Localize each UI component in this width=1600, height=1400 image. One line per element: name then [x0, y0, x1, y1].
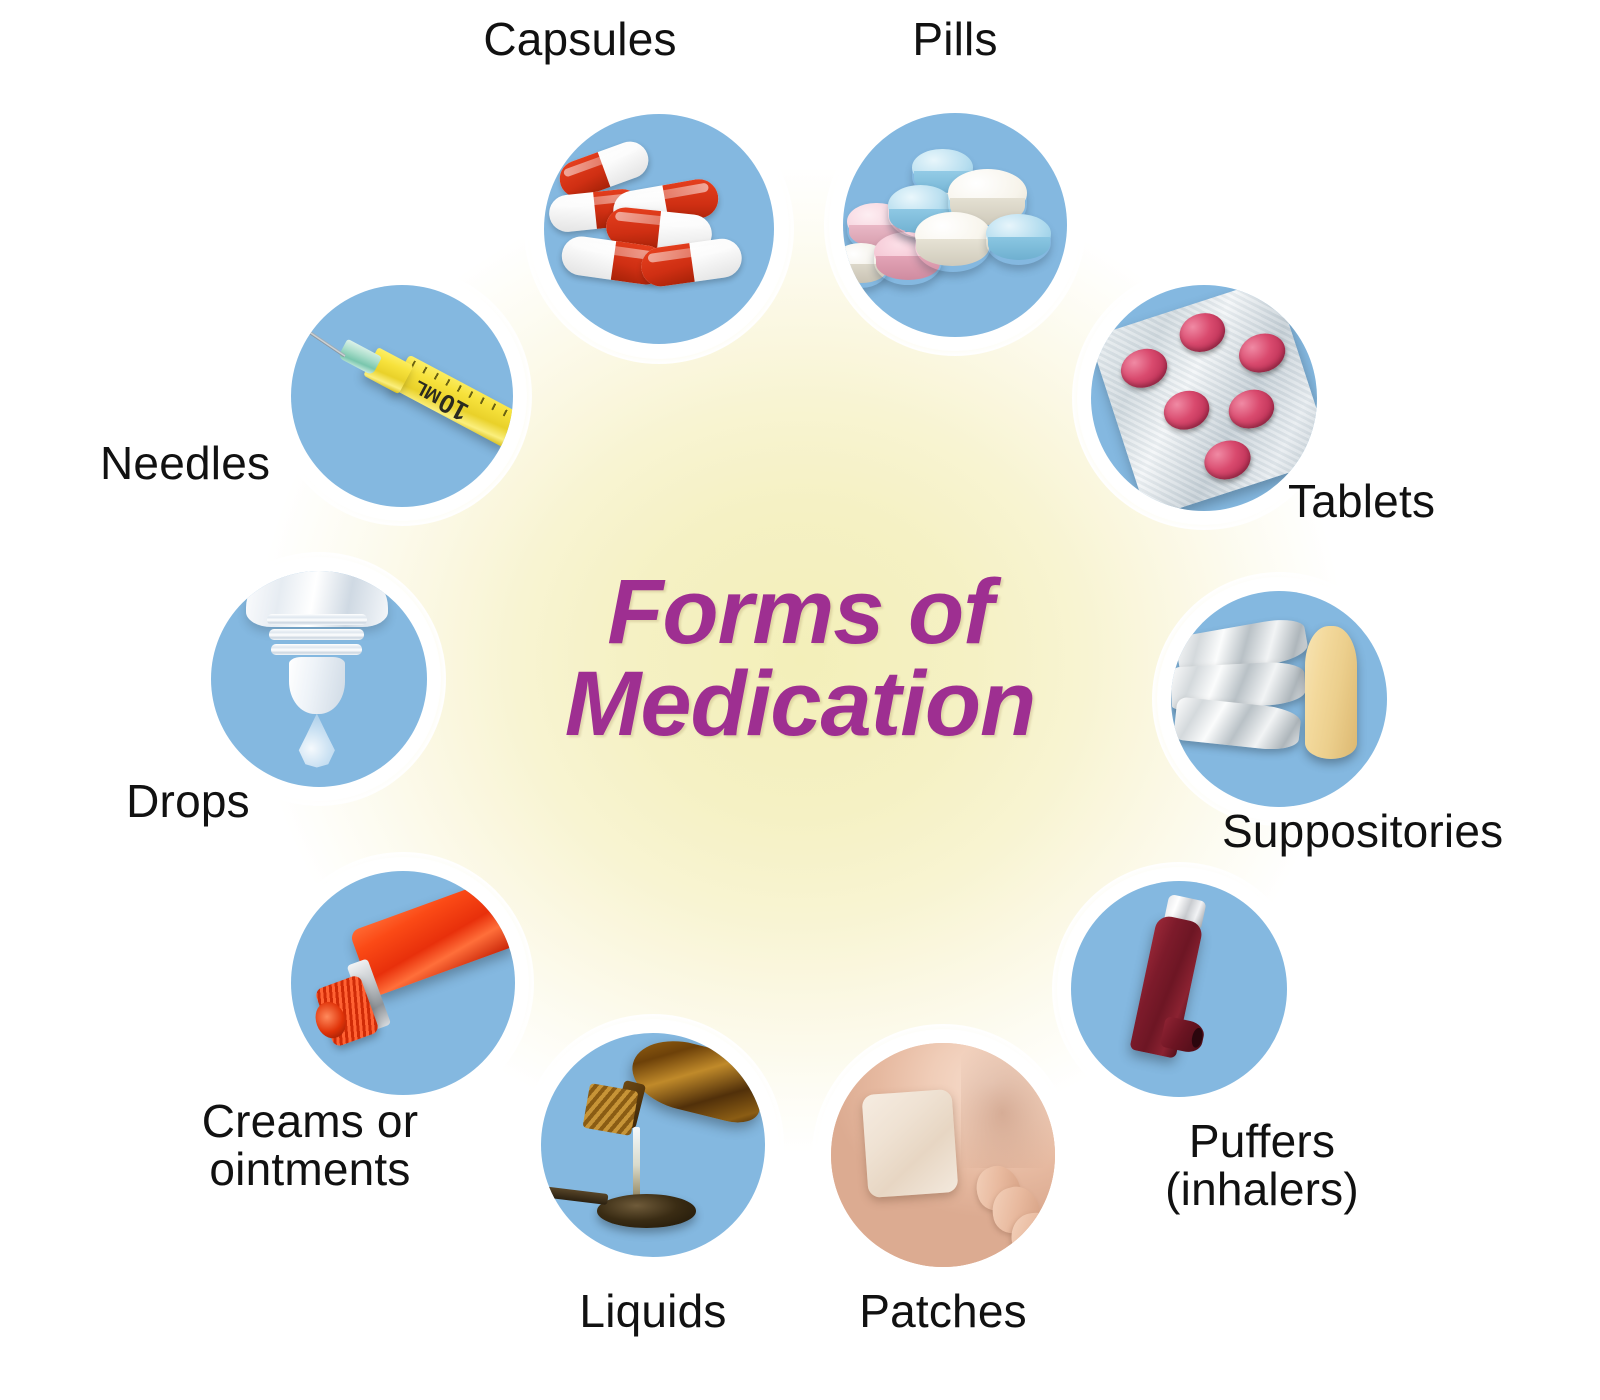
- item-patches[interactable]: [812, 1024, 1074, 1286]
- pills-icon: [843, 113, 1067, 337]
- label-puffers: Puffers (inhalers): [1165, 1115, 1359, 1215]
- syrup-bottle-spoon-icon: [541, 1033, 765, 1257]
- inhaler-icon: [1071, 881, 1287, 1097]
- title-line-2: Medication: [564, 653, 1036, 755]
- item-drops[interactable]: [192, 552, 446, 806]
- skin-patch-icon: [831, 1043, 1055, 1267]
- item-creams[interactable]: [272, 852, 534, 1114]
- label-capsules: Capsules: [483, 13, 677, 65]
- syringe-icon: 10 ML: [291, 285, 513, 507]
- item-pills[interactable]: [824, 94, 1086, 356]
- label-suppositories: Suppositories: [1222, 805, 1504, 857]
- suppository-icon: [1171, 591, 1387, 807]
- cream-tube-icon: [291, 871, 515, 1095]
- blister-pack-icon: [1091, 285, 1317, 511]
- item-puffers[interactable]: [1052, 862, 1306, 1116]
- item-suppositories[interactable]: [1152, 572, 1406, 826]
- item-liquids[interactable]: [522, 1014, 784, 1276]
- label-needles: Needles: [100, 437, 271, 489]
- title-line-1: Forms of: [607, 561, 994, 663]
- label-drops: Drops: [126, 775, 250, 827]
- label-tablets: Tablets: [1288, 475, 1436, 527]
- label-pills: Pills: [912, 13, 998, 65]
- page-title: Forms of Medication: [480, 566, 1120, 750]
- label-patches: Patches: [859, 1285, 1027, 1337]
- dropper-bottle-icon: [211, 571, 427, 787]
- capsules-icon: [544, 114, 774, 344]
- label-liquids: Liquids: [579, 1285, 727, 1337]
- label-creams: Creams or ointments: [201, 1095, 419, 1195]
- item-capsules[interactable]: [524, 94, 794, 364]
